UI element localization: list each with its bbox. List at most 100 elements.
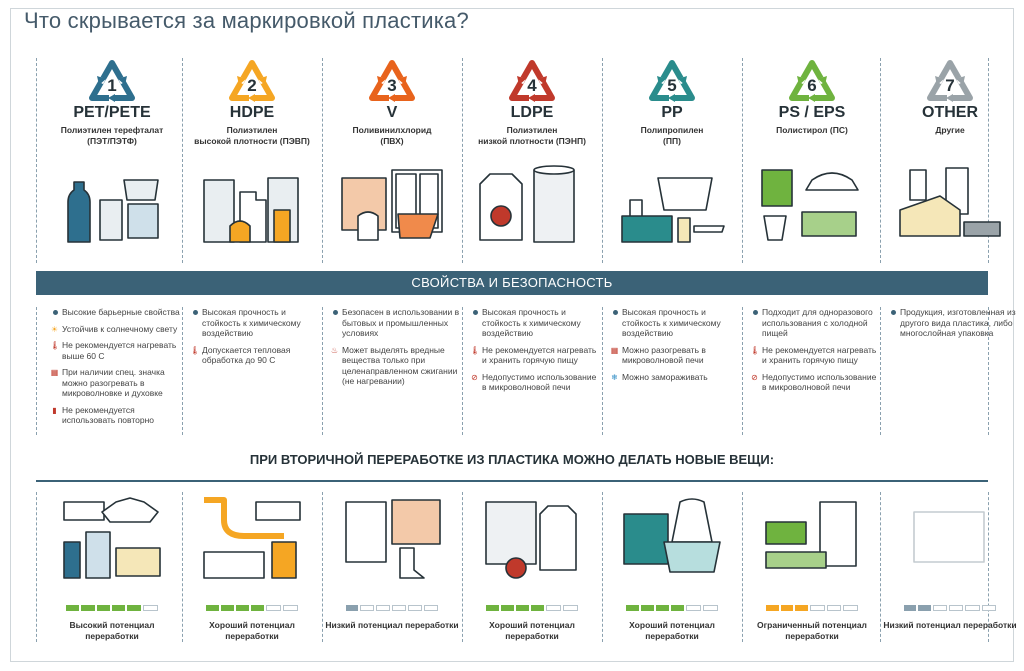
- recycling-potential-meter: [206, 605, 298, 611]
- recycling-potential-meter: [904, 605, 996, 611]
- plastic-code: LDPE: [510, 104, 554, 121]
- meter-segment: [843, 605, 859, 611]
- property-item: 🌡Не рекомендуется нагревать выше 60 С: [50, 340, 182, 361]
- meter-segment: [641, 605, 654, 611]
- cutlery-and-egg-tray-illustration: [761, 169, 859, 241]
- column-divider: [36, 492, 37, 642]
- column-divider: [462, 307, 463, 435]
- meter-segment: [656, 605, 669, 611]
- plastic-name: Полипропилен(ПП): [602, 125, 742, 147]
- meter-segment: [965, 605, 980, 611]
- thermometer-icon: 🌡: [50, 341, 61, 350]
- column-divider: [462, 58, 463, 263]
- meter-segment: [236, 605, 249, 611]
- meter-segment: [96, 605, 110, 611]
- property-text: Высокие барьерные свойства: [62, 307, 180, 317]
- column-divider: [182, 492, 183, 642]
- meter-segment: [408, 605, 422, 611]
- recycling-potential-meter: [66, 605, 158, 611]
- property-item: ▮Не рекомендуется использовать повторно: [50, 405, 182, 426]
- recycling-symbol-icon: 3: [369, 60, 415, 102]
- property-item: ⊘Недопустимо использование в микроволнов…: [470, 372, 602, 393]
- property-text: Высокая прочность и стойкость к химическ…: [622, 307, 721, 338]
- column-divider: [322, 307, 323, 435]
- plastic-name-line: Полиэтилен терефталат: [60, 125, 164, 135]
- properties-list: Подходит для одноразового использования …: [750, 307, 882, 399]
- page-title: Что скрывается за маркировкой пластика?: [24, 8, 469, 33]
- bag-and-film-roll-illustration: [479, 165, 575, 243]
- meter-segment: [221, 605, 234, 611]
- property-item: ❄Можно замораживать: [610, 372, 742, 383]
- column-divider: [602, 492, 603, 642]
- plastic-name-line: (ПЭТ/ПЭТФ): [87, 136, 137, 146]
- meter-segment: [111, 605, 126, 611]
- meter-segment: [546, 605, 561, 611]
- recycling-divider: [36, 480, 988, 482]
- property-text: Продукция, изготовленная из другого вида…: [900, 307, 1016, 338]
- bullet-dot-icon: [888, 308, 897, 317]
- properties-list: Высокая прочность и стойкость к химическ…: [610, 307, 742, 388]
- meter-segment: [948, 605, 964, 611]
- meter-segment: [686, 605, 701, 611]
- meter-segment: [376, 605, 390, 611]
- column-divider: [182, 58, 183, 263]
- bullet-dot-icon: [610, 308, 619, 317]
- recycling-potential-meter: [486, 605, 578, 611]
- meter-segment: [918, 605, 931, 611]
- recycling-number: 1: [107, 76, 116, 95]
- property-text: Допускается тепловая обработка до 90 С: [202, 344, 291, 366]
- property-item: Высокая прочность и стойкость к химическ…: [610, 307, 742, 339]
- plastic-name-line: Другие: [935, 125, 965, 135]
- meter-segment: [424, 605, 438, 611]
- property-item: Продукция, изготовленная из другого вида…: [888, 307, 1020, 339]
- plastic-name-line: (ПП): [663, 136, 681, 146]
- property-item: ▦Можно разогревать в микроволновой печи: [610, 345, 742, 366]
- property-item: ⊘Недопустимо использование в микроволнов…: [750, 372, 882, 393]
- property-item: Высокая прочность и стойкость к химическ…: [470, 307, 602, 339]
- recycling-number: 7: [945, 76, 954, 95]
- flame-icon: ♨: [330, 345, 339, 355]
- plastic-code: PS / EPS: [778, 104, 846, 121]
- plastic-name-line: Полистирол (ПС): [776, 125, 848, 135]
- bullet-dot-icon: [750, 308, 759, 317]
- bullet-dot-icon: [470, 308, 479, 317]
- property-text: Может выделять вредные вещества только п…: [342, 344, 458, 387]
- meter-segment: [346, 605, 358, 611]
- plastic-code: PET/PETE: [73, 104, 151, 121]
- no-microwave-icon: ⊘: [471, 372, 478, 382]
- column-divider: [742, 307, 743, 435]
- mixed-items-illustration: [913, 511, 985, 563]
- trash-bin-icon: ▮: [52, 405, 57, 415]
- properties-list: Безопасен в использовании в бытовых и пр…: [330, 307, 462, 393]
- meter-segment: [501, 605, 514, 611]
- properties-list: Высокая прочность и стойкость к химическ…: [190, 307, 322, 372]
- column-divider: [988, 58, 989, 263]
- recycling-section-heading: ПРИ ВТОРИЧНОЙ ПЕРЕРАБОТКЕ ИЗ ПЛАСТИКА МО…: [249, 452, 775, 467]
- meter-segment: [392, 605, 406, 611]
- meter-segment: [563, 605, 578, 611]
- no-microwave-icon: ⊘: [751, 372, 758, 382]
- plastic-code: V: [386, 104, 398, 121]
- property-text: Можно разогревать в микроволновой печи: [622, 344, 706, 366]
- meter-segment: [142, 605, 158, 611]
- property-item: Высокая прочность и стойкость к химическ…: [190, 307, 322, 339]
- column-divider: [182, 307, 183, 435]
- tiles-and-boots-illustration: [345, 499, 441, 579]
- meter-segment: [486, 605, 499, 611]
- meter-segment: [127, 605, 141, 611]
- recycling-potential-meter: [766, 605, 859, 611]
- recycling-potential-label: Хороший потенциал переработки: [489, 620, 575, 641]
- meter-segment: [981, 605, 996, 611]
- meter-segment: [766, 605, 779, 611]
- column-divider: [36, 58, 37, 263]
- meter-segment: [904, 605, 917, 611]
- property-text: Не рекомендуется нагревать выше 60 С: [62, 340, 177, 361]
- recycling-potential-label: Низкий потенциал переработки: [883, 620, 1017, 630]
- recycling-potential-label: Ограниченный потенциал переработки: [757, 620, 867, 641]
- column-divider: [880, 58, 881, 263]
